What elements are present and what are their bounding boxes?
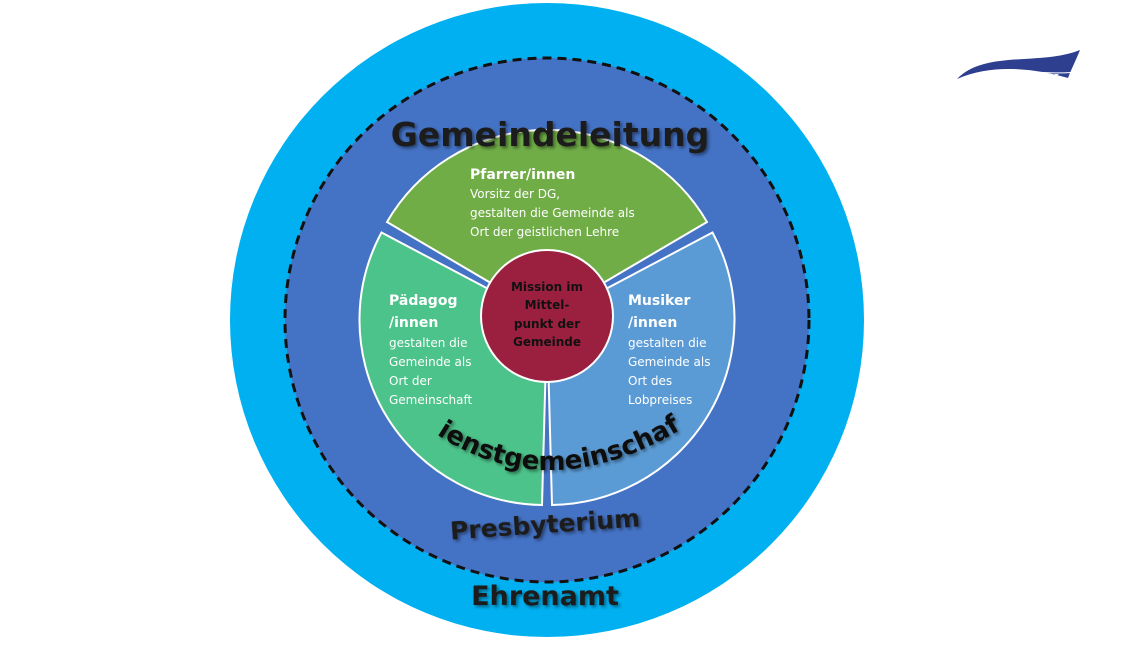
paedagogen-line: gestalten die: [389, 336, 468, 350]
segment-pfarrer: [385, 128, 709, 318]
paedagogen-text: Pädagog /innen gestalten die Gemeinde al…: [389, 293, 473, 407]
musiker-title: Musiker: [628, 293, 690, 309]
paedagogen-line: Ort der: [389, 374, 432, 388]
pfarrer-line: gestalten die Gemeinde als: [470, 206, 635, 220]
ehrenamt-label: Ehrenamt: [471, 581, 619, 612]
logo-wave-icon: [957, 50, 1080, 79]
pfarrer-line: Ort der geistlichen Lehre: [470, 225, 619, 239]
paedagogen-title: /innen: [389, 315, 438, 331]
paedagogen-line: Gemeinschaft: [389, 393, 473, 407]
musiker-text: Musiker /innen gestalten die Gemeinde al…: [628, 293, 710, 407]
center-line: Mittel-: [525, 298, 570, 312]
logo-wave-line-icon: [957, 70, 1079, 81]
gemeindeleitung-boundary: [283, 56, 811, 584]
logo-text: CREATIVE KIRCHE: [978, 73, 1059, 81]
musiker-line: gestalten die: [628, 336, 707, 350]
gemeindeleitung-label: Gemeindeleitung: [391, 115, 709, 154]
pfarrer-text: Pfarrer/innen Vorsitz der DG, gestalten …: [470, 167, 635, 239]
pfarrer-line: Vorsitz der DG,: [470, 187, 560, 201]
musiker-title: /innen: [628, 315, 677, 331]
musiker-line: Gemeinde als: [628, 355, 710, 369]
creative-kirche-logo: CREATIVE KIRCHE: [957, 50, 1080, 81]
mission-center: [480, 249, 614, 383]
center-line: punkt der: [514, 317, 580, 331]
musiker-line: Lobpreises: [628, 393, 692, 407]
pfarrer-title: Pfarrer/innen: [470, 167, 575, 183]
center-line: Mission im: [511, 280, 583, 294]
paedagogen-line: Gemeinde als: [389, 355, 471, 369]
center-text: Mission im Mittel- punkt der Gemeinde: [511, 280, 583, 349]
center-line: Gemeinde: [513, 335, 581, 349]
paedagogen-title: Pädagog: [389, 293, 457, 309]
musiker-line: Ort des: [628, 374, 672, 388]
